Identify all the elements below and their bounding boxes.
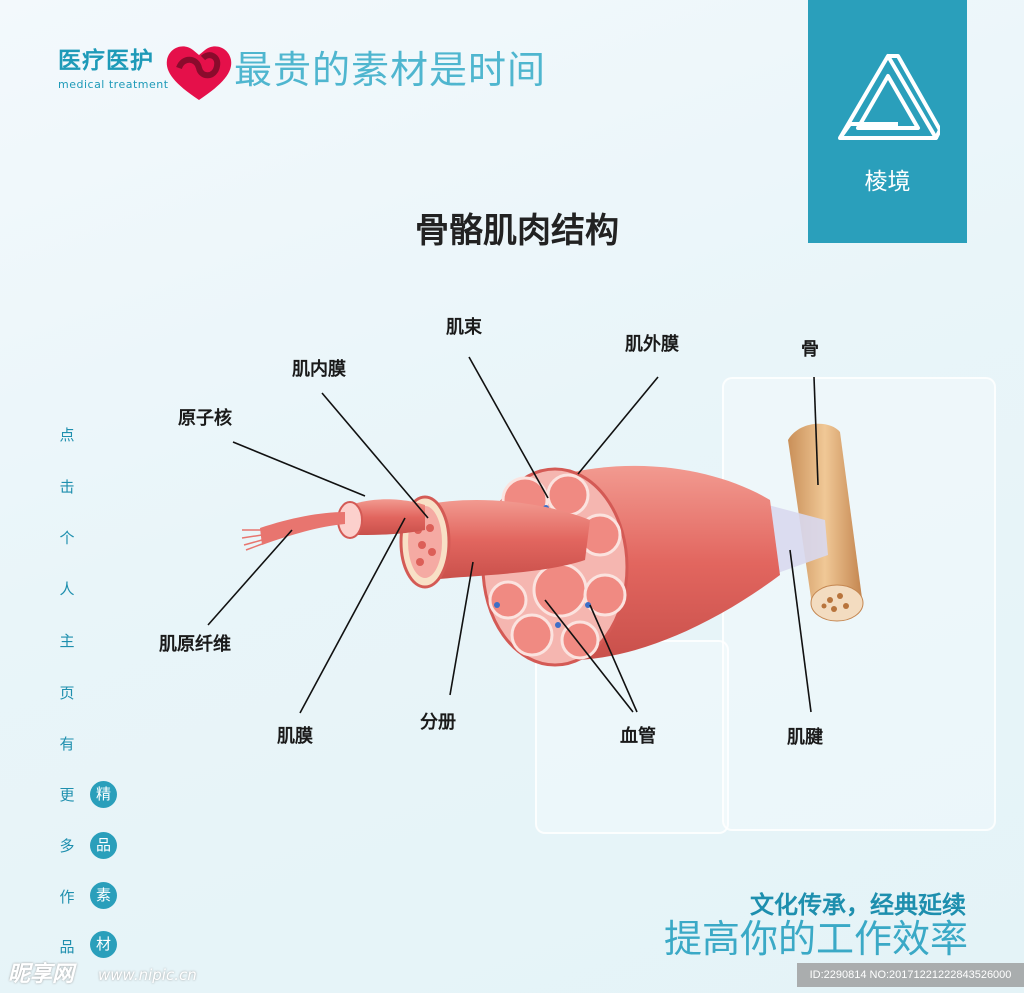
label-nucleus: 原子核 [178,408,232,429]
watermark-id: ID:2290814 NO:20171221222843526000 [797,963,1024,987]
label-tendon: 肌腱 [787,727,823,748]
background-panel [535,640,729,834]
label-blood-vessel: 血管 [620,726,656,747]
fascicle [425,500,590,580]
muscle-fiber [350,499,425,535]
slogan: 最贵的素材是时间 [234,48,547,92]
side-char: 击 [59,478,75,496]
tagline-secondary: 提高你的工作效率 [663,917,968,961]
logo-subtext: medical treatment [58,78,169,91]
page-title: 骨骼肌肉结构 [415,211,619,251]
label-myofibril: 肌原纤维 [159,634,231,655]
side-char: 页 [59,684,75,702]
watermark-site-name: 昵享网 [8,962,75,987]
side-badge: 材 [90,931,117,958]
heart-logo-icon [166,46,232,100]
brand-box: 棱境 [808,0,967,243]
side-badge: 素 [90,882,117,909]
side-char: 作 [59,888,75,906]
brand-name: 棱境 [864,169,911,195]
tagline-primary: 文化传承，经典延续 [750,891,966,919]
label-perimysium: 分册 [420,712,456,733]
side-char: 人 [59,580,75,598]
side-badge: 品 [90,832,117,859]
penrose-triangle-icon [838,54,940,140]
side-char: 有 [59,735,75,753]
label-bone: 骨 [801,339,819,360]
side-char: 更 [59,786,75,804]
label-epimysium: 肌外膜 [625,334,679,355]
side-char: 点 [59,426,75,444]
side-char: 个 [59,529,75,547]
myofibril [260,512,345,545]
side-char: 主 [59,632,75,650]
watermark-url: www.nipic.cn [98,966,197,984]
label-sarcolemma: 肌膜 [277,726,313,747]
side-char: 多 [59,837,75,855]
label-endomysium: 肌内膜 [292,359,346,380]
side-badge: 精 [90,781,117,808]
logo-text: 医疗医护 [58,48,154,74]
leader-lines [207,356,819,714]
label-fascicle: 肌束 [446,317,482,338]
side-char: 品 [59,938,75,956]
